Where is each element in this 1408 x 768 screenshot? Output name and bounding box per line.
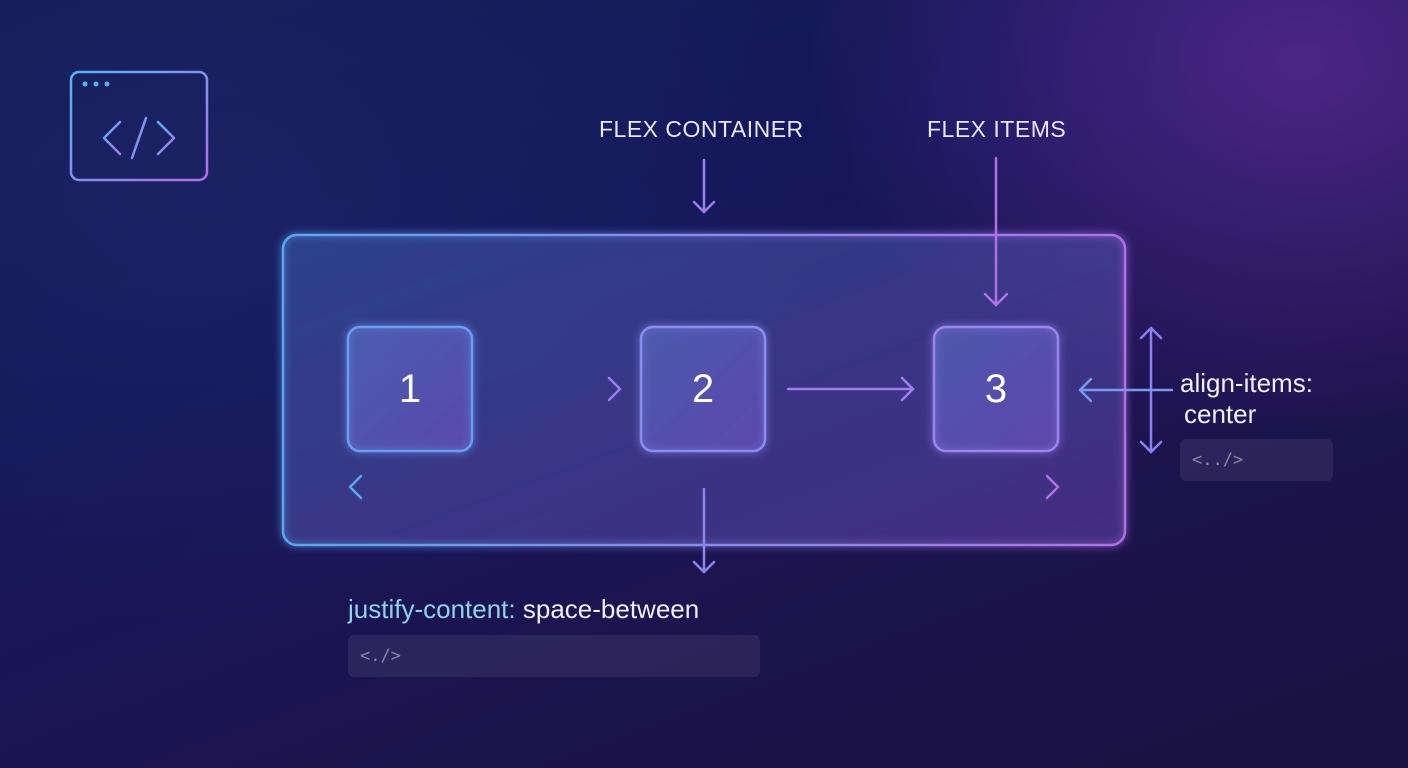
flex-items-label: FLEX ITEMS: [927, 116, 1067, 142]
align-items-value: center: [1184, 399, 1257, 429]
align-code-snippet: <../>: [1180, 439, 1333, 481]
justify-arrowhead-right: [1045, 474, 1060, 500]
flex-item-3: 3: [984, 366, 1008, 411]
justify-arrowhead-left: [348, 474, 363, 500]
justify-content-caption: justify-content: space-between: [348, 594, 699, 625]
align-items-property: align-items:: [1180, 368, 1313, 398]
flex-container-label: FLEX CONTAINER: [599, 116, 804, 142]
code-window-icon: [69, 70, 209, 182]
item-arrow-2-3: [786, 376, 915, 402]
align-items-left-arrow: [1078, 377, 1174, 403]
flex-item-box-3: [932, 325, 1060, 453]
flex-item-2: 2: [691, 366, 715, 411]
justify-content-property: justify-content:: [348, 594, 516, 624]
flex-item-box-2: [639, 325, 767, 453]
flex-item-box-1: [346, 325, 474, 453]
justify-down-arrow: [692, 487, 716, 574]
flex-item-1: 1: [398, 366, 422, 411]
justify-code-snippet: <./>: [348, 635, 760, 677]
flex-items-arrow: [983, 156, 1009, 307]
justify-content-value: space-between: [522, 594, 700, 624]
item-arrow-1-2: [493, 376, 622, 402]
flex-container-arrow: [692, 158, 716, 214]
